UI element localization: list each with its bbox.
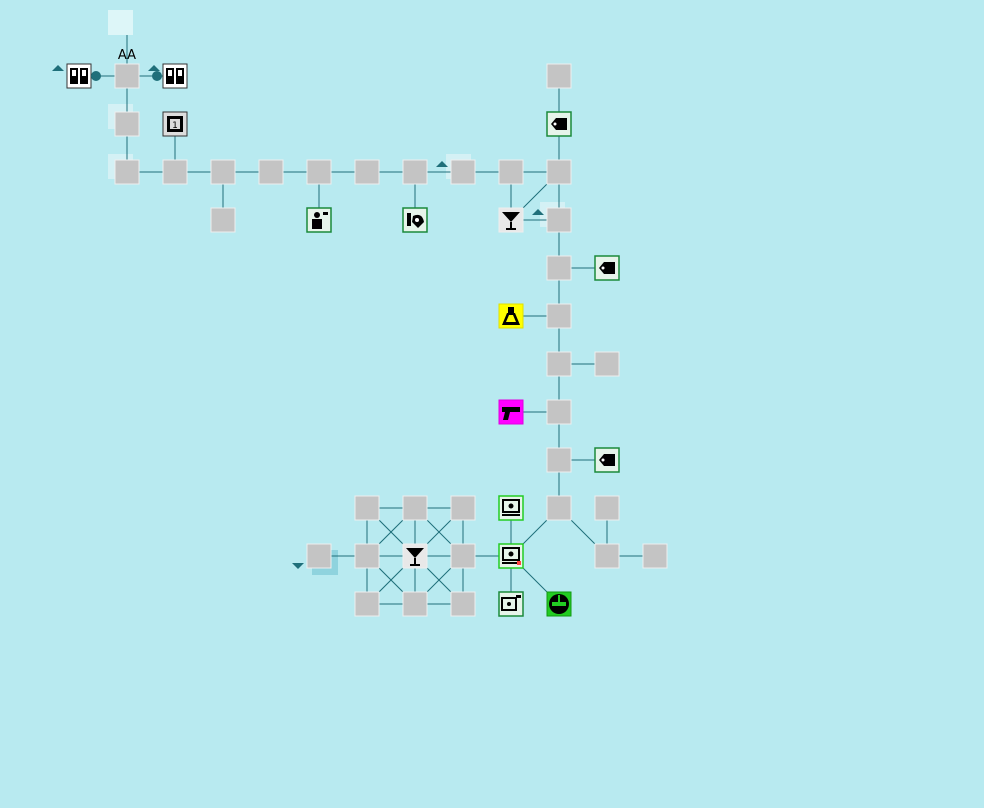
room xyxy=(546,495,572,521)
rooms[interactable] xyxy=(114,63,668,617)
room xyxy=(402,159,428,185)
number-one-icon[interactable]: 1 xyxy=(162,111,188,137)
elevator-icon[interactable] xyxy=(162,63,188,89)
area-label: AA xyxy=(118,48,136,63)
room xyxy=(162,159,188,185)
elevator-icon[interactable] xyxy=(66,63,92,89)
room xyxy=(450,591,476,617)
room xyxy=(354,159,380,185)
room xyxy=(546,303,572,329)
room xyxy=(354,495,380,521)
room xyxy=(546,351,572,377)
room xyxy=(594,351,620,377)
room xyxy=(546,255,572,281)
workbench-icon[interactable] xyxy=(498,543,524,569)
armor-shop-icon[interactable] xyxy=(306,207,332,233)
room xyxy=(114,159,140,185)
down-exit-arrow-icon xyxy=(292,563,304,569)
room xyxy=(450,543,476,569)
room xyxy=(594,495,620,521)
helmet-icon[interactable] xyxy=(546,591,572,617)
room xyxy=(114,111,140,137)
workbench-icon[interactable] xyxy=(498,591,524,617)
room xyxy=(450,159,476,185)
weapon-gun-icon[interactable] xyxy=(498,399,524,425)
room xyxy=(546,399,572,425)
up-exit-arrow-icon xyxy=(52,65,544,215)
room xyxy=(402,591,428,617)
room xyxy=(306,159,332,185)
room xyxy=(546,159,572,185)
room xyxy=(546,447,572,473)
alchemy-flask-icon[interactable] xyxy=(498,303,524,329)
room xyxy=(402,495,428,521)
room xyxy=(546,207,572,233)
room xyxy=(546,63,572,89)
room xyxy=(450,495,476,521)
tavern-icon[interactable] xyxy=(402,543,428,569)
svg-text:1: 1 xyxy=(172,121,178,131)
room xyxy=(594,543,620,569)
workbench-icon[interactable] xyxy=(498,495,524,521)
room xyxy=(354,543,380,569)
room xyxy=(210,159,236,185)
room xyxy=(306,543,332,569)
room xyxy=(642,543,668,569)
room xyxy=(258,159,284,185)
door-dot-icon xyxy=(91,71,162,81)
shop-tag-icon[interactable] xyxy=(594,255,620,281)
repair-shop-icon[interactable] xyxy=(402,207,428,233)
room xyxy=(210,207,236,233)
room xyxy=(114,63,140,89)
room xyxy=(354,591,380,617)
room xyxy=(498,159,524,185)
shop-tag-icon[interactable] xyxy=(546,111,572,137)
tavern-icon[interactable] xyxy=(498,207,524,233)
shop-tag-icon[interactable] xyxy=(594,447,620,473)
